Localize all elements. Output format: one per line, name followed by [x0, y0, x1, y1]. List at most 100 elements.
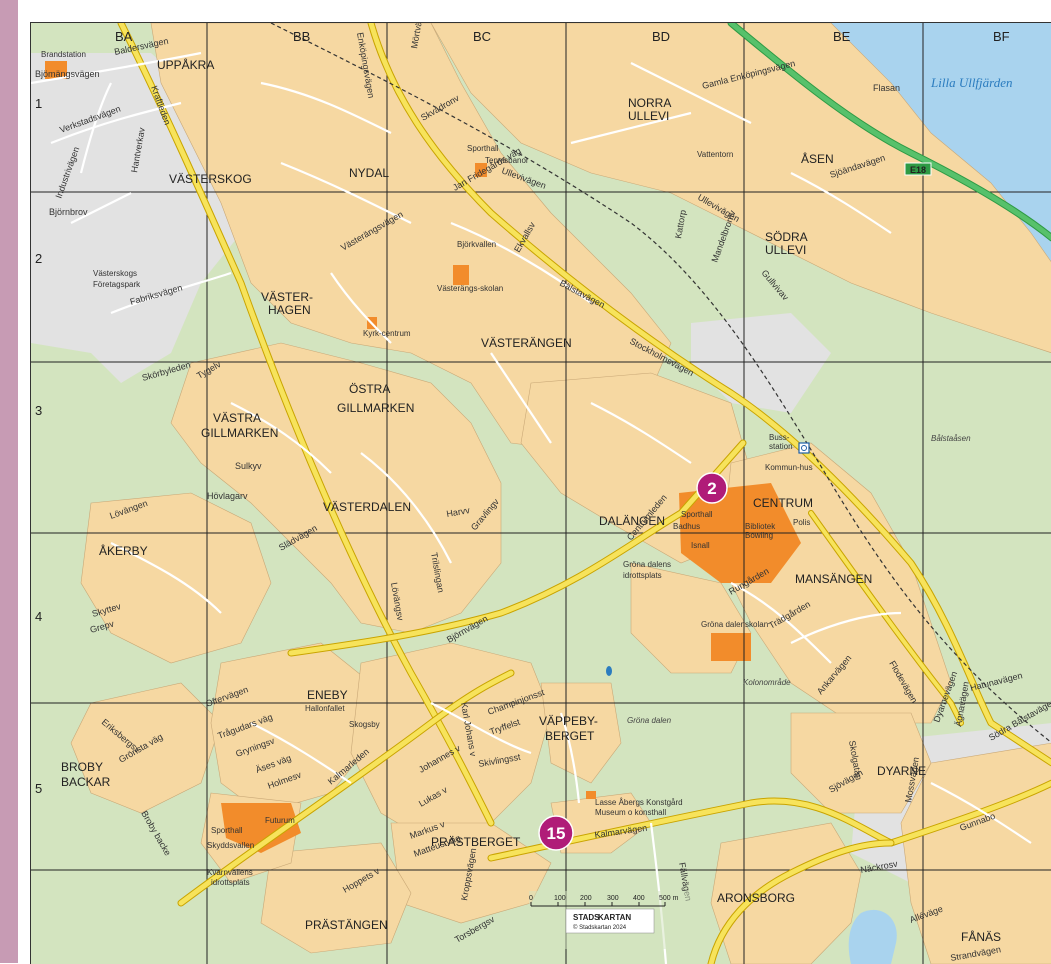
row-2: 2 — [35, 251, 42, 266]
district-asen: ÅSEN — [801, 151, 834, 166]
district-prastangen: PRÄSTÄNGEN — [305, 918, 388, 932]
district-sodra-ullevi-1: SÖDRA — [765, 230, 808, 244]
place-vasterangsskolan: Västerängs-skolan — [437, 284, 503, 293]
svg-text:100: 100 — [554, 895, 566, 902]
minor-streets — [31, 51, 1032, 964]
lake-bottom — [848, 909, 897, 964]
district-broby-2: BACKAR — [61, 775, 111, 789]
district-ostra-gillmarken-1: ÖSTRA — [349, 382, 390, 396]
district-vasterhagen-2: HAGEN — [268, 303, 311, 317]
place-vasterskogs-1: Västerskogs — [93, 269, 137, 278]
district-nydal: NYDAL — [349, 166, 389, 180]
place-sporthall-broby: Sporthall — [211, 826, 243, 835]
e18-shield: E18 — [904, 162, 932, 176]
district-vappeby-1: VÄPPEBY- — [539, 714, 598, 728]
page-sidebar-strip — [0, 0, 18, 963]
place-brandstation: Brandstation — [41, 50, 86, 59]
place-futurum: Futurum — [265, 816, 295, 825]
brand-kartan: KARTAN — [598, 913, 631, 922]
street-label: Bjömängsvägen — [35, 69, 100, 79]
svg-text:0: 0 — [529, 895, 533, 902]
place-balstaasen: Bålstaåsen — [931, 434, 971, 443]
place-sporthall-nydal: Sporthall — [467, 144, 499, 153]
district-norra-ullevi-2: ULLEVI — [628, 109, 669, 123]
svg-text:500 m: 500 m — [659, 895, 679, 902]
svg-text:E18: E18 — [910, 165, 926, 175]
place-skogsby: Skogsby — [349, 720, 380, 729]
row-1: 1 — [35, 96, 42, 111]
place-grona-dalens-2: idrottsplats — [623, 571, 662, 580]
marker-2-label: 2 — [707, 479, 716, 498]
place-kolonomrade: Kolonområde — [743, 678, 791, 687]
marker-2[interactable]: 2 — [696, 472, 728, 504]
district-akerby: ÅKERBY — [99, 543, 148, 558]
col-be: BE — [833, 29, 851, 44]
bus-station-icon — [798, 442, 810, 454]
street-label: Björnbrov — [49, 207, 88, 217]
city-map[interactable]: E18 BA BB BC BD BE BF 1 2 3 4 5 Lilla Ul… — [30, 22, 1051, 964]
district-norra-ullevi-1: NORRA — [628, 96, 671, 110]
district-vappeby-2: BERGET — [545, 729, 595, 743]
svg-text:200: 200 — [580, 895, 592, 902]
place-isnall: Isnall — [691, 541, 710, 550]
col-ba: BA — [115, 29, 133, 44]
brand-stads: STADS — [573, 913, 600, 922]
railway — [270, 23, 1051, 743]
district-fanas: FÅNÄS — [961, 929, 1001, 944]
district-vasterhagen-1: VÄSTER- — [261, 290, 313, 304]
column-headers: BA BB BC BD BE BF — [115, 29, 1010, 44]
district-mansangen: MANSÄNGEN — [795, 572, 872, 586]
place-labels: Brandstation Västerskogs Företagspark Sp… — [41, 50, 971, 887]
place-buss-2: station — [769, 442, 793, 451]
col-bf: BF — [993, 29, 1010, 44]
col-bb: BB — [293, 29, 310, 44]
col-bc: BC — [473, 29, 491, 44]
row-3: 3 — [35, 403, 42, 418]
place-polis: Polis — [793, 518, 810, 527]
place-lasse-2: Museum o konsthall — [595, 808, 666, 817]
scale-bar: 0 100 200 300 400 500 m STADS KARTAN © S… — [529, 891, 691, 949]
marker-15[interactable]: 15 — [538, 815, 574, 851]
place-hallonfallet: Hallonfallet — [305, 704, 345, 713]
district-uppakra: UPPÅKRA — [157, 57, 214, 72]
district-vasterangen: VÄSTERÄNGEN — [481, 336, 572, 350]
row-headers: 1 2 3 4 5 — [35, 96, 42, 796]
place-grona-dalen: Gröna dalen — [627, 716, 672, 725]
row-5: 5 — [35, 781, 42, 796]
district-dalangen: DALÄNGEN — [599, 514, 665, 528]
place-kvarnvallens-1: Kvarnvallens — [207, 868, 253, 877]
district-vasterdalen: VÄSTERDALEN — [323, 500, 411, 514]
marker-15-label: 15 — [547, 824, 566, 843]
place-vattentorn: Vattentorn — [697, 150, 733, 159]
district-ostra-gillmarken-2: GILLMARKEN — [337, 401, 414, 415]
district-prastberget: PRÄSTBERGET — [431, 835, 521, 849]
street-label: Hövlagarv — [207, 491, 248, 501]
col-bd: BD — [652, 29, 670, 44]
svg-text:300: 300 — [607, 895, 619, 902]
place-bjorkvallen: Björkvallen — [457, 240, 496, 249]
row-4: 4 — [35, 609, 42, 624]
pond — [606, 666, 612, 676]
place-kvarnvallens-2: idrottsplats — [211, 878, 250, 887]
place-buss-1: Buss- — [769, 433, 790, 442]
place-tennisbanor: Tennisbanor — [485, 156, 529, 165]
place-bowling: Bowling — [745, 531, 773, 540]
major-roads — [117, 23, 1051, 964]
district-eneby: ENEBY — [307, 688, 348, 702]
district-sodra-ullevi-2: ULLEVI — [765, 243, 806, 257]
place-kommunhus: Kommun-hus — [765, 463, 813, 472]
place-skyddsvallen: Skyddsvallen — [207, 841, 254, 850]
place-lasse-1: Lasse Åbergs Konstgård — [595, 798, 683, 807]
street-label: Sulkyv — [235, 461, 262, 471]
place-sporthall-centrum: Sporthall — [681, 510, 713, 519]
district-vasterskog: VÄSTERSKOG — [169, 172, 252, 186]
street-label: Harvv — [446, 505, 471, 519]
place-grona-dalenskolan: Gröna dalenskolan — [701, 620, 768, 629]
district-centrum: CENTRUM — [753, 496, 813, 510]
place-bibliotek: Bibliotek — [745, 522, 776, 531]
district-dyarne: DYARNE — [877, 764, 926, 778]
place-grona-dalens-1: Gröna dalens — [623, 560, 671, 569]
lake-label: Lilla Ullfjärden — [930, 75, 1013, 90]
place-vasterskogs-2: Företagspark — [93, 280, 141, 289]
copyright: © Stadskartan 2024 — [573, 924, 627, 931]
